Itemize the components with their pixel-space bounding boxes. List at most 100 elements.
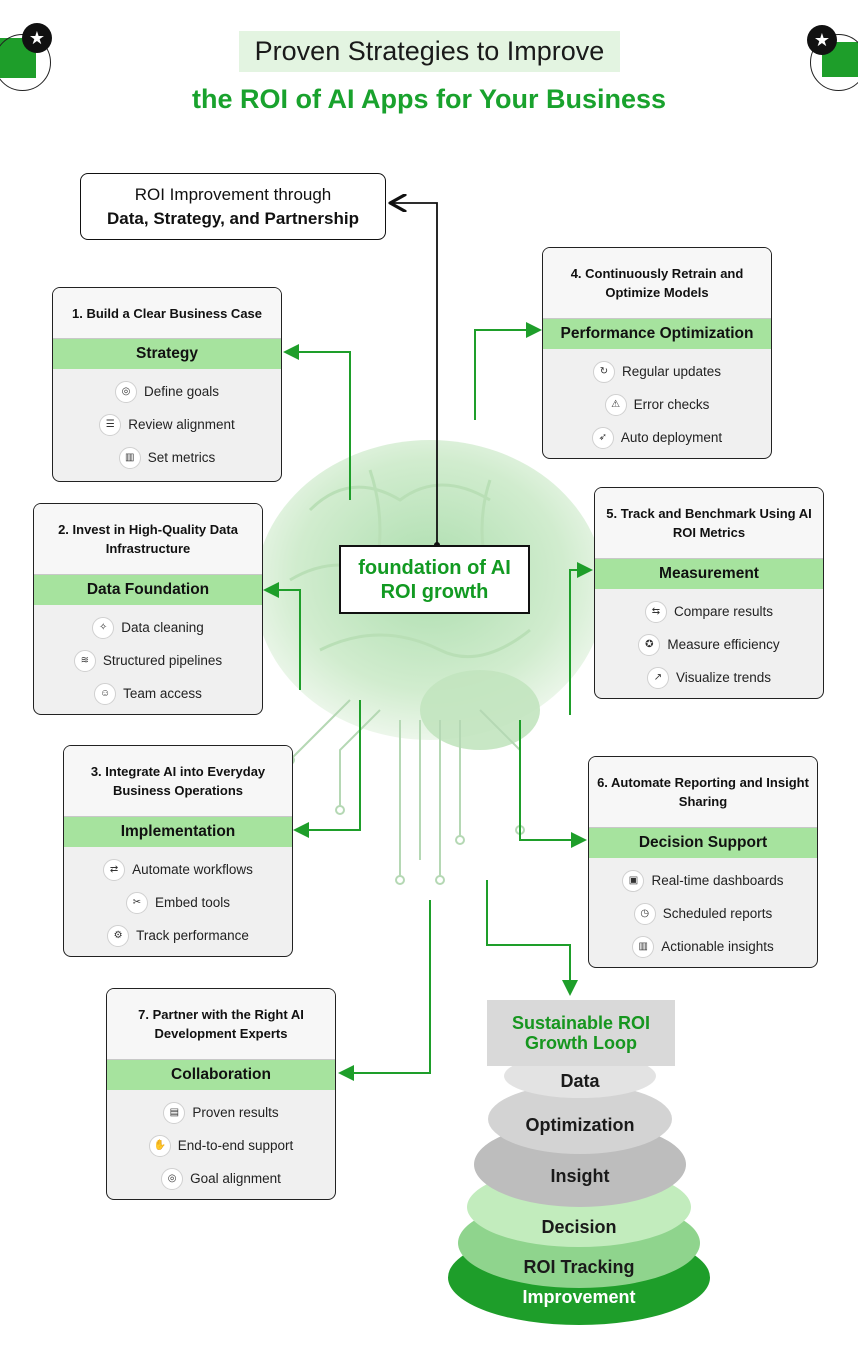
card-title: 1. Build a Clear Business Case <box>53 288 281 339</box>
list-item: ✋ End-to-end support <box>107 1129 335 1162</box>
page-title-line2: the ROI of AI Apps for Your Business <box>191 84 667 114</box>
list-item: ☺ Team access <box>34 677 262 710</box>
item-label: Set metrics <box>147 450 216 465</box>
center-label: foundation of AI ROI growth <box>339 545 530 614</box>
item-label: Data cleaning <box>121 620 204 635</box>
pipeline-icon: ≋ <box>73 649 96 672</box>
list-item: ↻ Regular updates <box>543 355 771 388</box>
refresh-icon: ↻ <box>592 360 615 383</box>
list-item: ◎ Goal alignment <box>107 1162 335 1195</box>
card-retrain-models: 4. Continuously Retrain and Optimize Mod… <box>542 247 772 459</box>
card-band: Performance Optimization <box>543 319 771 349</box>
card-title: 3. Integrate AI into Everyday Business O… <box>64 746 292 817</box>
rocket-icon: ➶ <box>591 426 614 449</box>
list-item: ↗ Visualize trends <box>595 661 823 694</box>
item-label: Structured pipelines <box>102 653 223 668</box>
team-icon: ☺ <box>94 682 117 705</box>
card-data-infrastructure: 2. Invest in High-Quality Data Infrastru… <box>33 503 263 715</box>
item-label: End-to-end support <box>177 1138 294 1153</box>
layer-label: Data <box>560 1070 600 1091</box>
data-clean-icon: ✧ <box>92 616 115 639</box>
list-item: ▤ Proven results <box>107 1096 335 1129</box>
list-item: ⚠ Error checks <box>543 388 771 421</box>
item-label: Track performance <box>136 928 249 943</box>
list-item: ✧ Data cleaning <box>34 611 262 644</box>
item-label: Automate workflows <box>132 862 253 877</box>
roi-loop-stack: Improvement ROI Tracking Decision Insigh… <box>440 1054 730 1350</box>
clock-icon: ◷ <box>633 902 656 925</box>
warning-icon: ⚠ <box>604 393 627 416</box>
layer-label: Improvement <box>522 1287 636 1307</box>
badge-icon: ✪ <box>638 633 661 656</box>
item-label: Auto deployment <box>620 430 723 445</box>
card-title: 2. Invest in High-Quality Data Infrastru… <box>34 504 262 575</box>
page-title-line1: Proven Strategies to Improve <box>239 31 620 72</box>
tools-icon: ✂ <box>125 891 148 914</box>
card-title: 4. Continuously Retrain and Optimize Mod… <box>543 248 771 319</box>
roi-box-line1: ROI Improvement through <box>134 185 332 204</box>
list-item: ▥ Set metrics <box>53 441 281 474</box>
layer-label: ROI Tracking <box>523 1257 635 1277</box>
list-item: ⇄ Automate workflows <box>64 853 292 886</box>
item-label: Error checks <box>633 397 710 412</box>
bar-chart-icon: ▥ <box>118 446 141 469</box>
card-band: Measurement <box>595 559 823 589</box>
star-icon: ★ <box>807 25 837 55</box>
list-item: ≋ Structured pipelines <box>34 644 262 677</box>
item-label: Proven results <box>192 1105 279 1120</box>
item-label: Goal alignment <box>190 1171 281 1186</box>
layer-label: Optimization <box>525 1114 635 1135</box>
trend-icon: ↗ <box>646 666 669 689</box>
item-label: Actionable insights <box>661 939 774 954</box>
workflow-icon: ⇄ <box>103 858 126 881</box>
item-label: Embed tools <box>154 895 231 910</box>
item-label: Visualize trends <box>675 670 772 685</box>
item-label: Define goals <box>143 384 220 399</box>
item-label: Scheduled reports <box>662 906 773 921</box>
card-partner-experts: 7. Partner with the Right AI Development… <box>106 988 336 1200</box>
list-item: ⇆ Compare results <box>595 595 823 628</box>
target-icon: ◎ <box>161 1167 184 1190</box>
card-title: 7. Partner with the Right AI Development… <box>107 989 335 1060</box>
item-label: Measure efficiency <box>667 637 780 652</box>
card-track-benchmark: 5. Track and Benchmark Using AI ROI Metr… <box>594 487 824 699</box>
card-band: Implementation <box>64 817 292 847</box>
support-icon: ✋ <box>148 1134 171 1157</box>
layer-label: Decision <box>541 1217 617 1237</box>
item-label: Real-time dashboards <box>651 873 784 888</box>
loop-title: Sustainable ROI Growth Loop <box>487 1000 675 1066</box>
target-icon: ◎ <box>114 380 137 403</box>
card-business-case: 1. Build a Clear Business Case Strategy … <box>52 287 282 482</box>
list-item: ◎ Define goals <box>53 375 281 408</box>
list-item: ▥ Actionable insights <box>589 930 817 963</box>
document-icon: ▤ <box>163 1101 186 1124</box>
list-item: ⚙ Track performance <box>64 919 292 952</box>
loop-layer-optimization: Optimization <box>488 1084 672 1154</box>
card-band: Decision Support <box>589 828 817 858</box>
checklist-icon: ☰ <box>99 413 122 436</box>
bar-chart-icon: ▥ <box>632 935 655 958</box>
item-label: Team access <box>123 686 202 701</box>
list-item: ◷ Scheduled reports <box>589 897 817 930</box>
gear-icon: ⚙ <box>107 924 130 947</box>
layer-label: Insight <box>550 1166 610 1186</box>
card-integrate-ai: 3. Integrate AI into Everyday Business O… <box>63 745 293 957</box>
card-title: 6. Automate Reporting and Insight Sharin… <box>589 757 817 828</box>
dashboard-icon: ▣ <box>622 869 645 892</box>
list-item: ☰Review alignment <box>53 408 281 441</box>
item-label: Regular updates <box>621 364 722 379</box>
roi-box-line2: Data, Strategy, and Partnership <box>107 209 359 228</box>
compare-icon: ⇆ <box>644 600 667 623</box>
corner-decoration-right: ★ <box>805 20 858 91</box>
list-item: ▣ Real-time dashboards <box>589 864 817 897</box>
list-item: ✪ Measure efficiency <box>595 628 823 661</box>
card-title: 5. Track and Benchmark Using AI ROI Metr… <box>595 488 823 559</box>
star-icon: ★ <box>22 23 52 53</box>
card-automate-reporting: 6. Automate Reporting and Insight Sharin… <box>588 756 818 968</box>
item-label: Compare results <box>673 604 774 619</box>
card-band: Data Foundation <box>34 575 262 605</box>
card-band: Strategy <box>53 339 281 369</box>
corner-decoration-left: ★ <box>0 20 55 91</box>
roi-improvement-box: ROI Improvement through Data, Strategy, … <box>80 173 386 240</box>
